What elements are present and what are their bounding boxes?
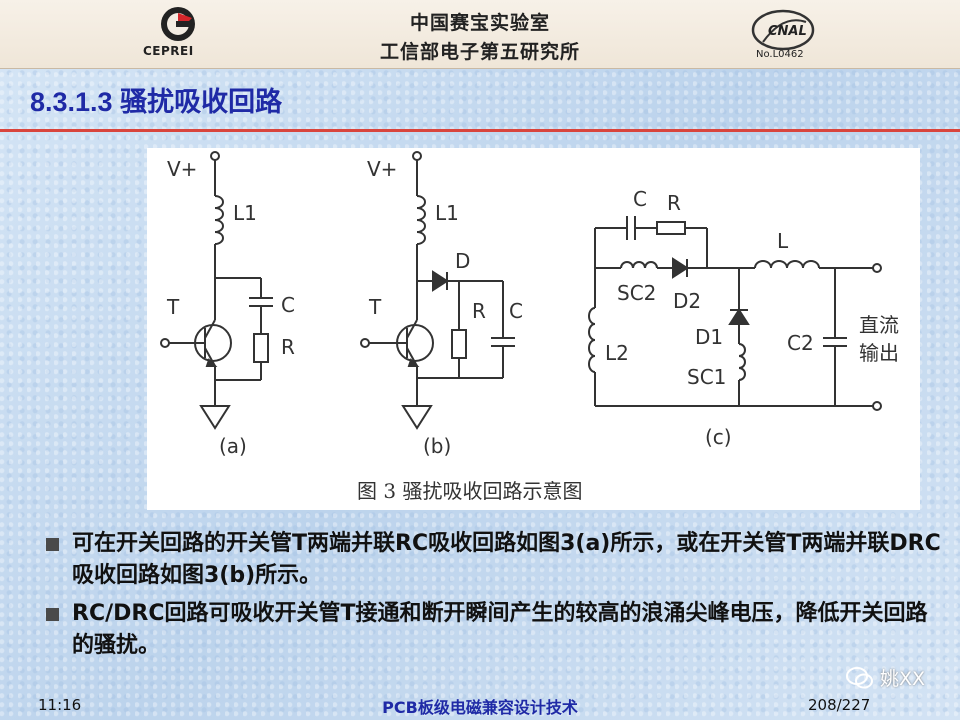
label-t-b: T: [368, 295, 382, 319]
ceprei-logo-text: CEPREI: [143, 44, 194, 58]
inductor-l-icon: [754, 260, 820, 269]
label-d1: D1: [695, 325, 723, 349]
diode-d1-icon: [728, 308, 750, 325]
label-l-c: L: [777, 229, 789, 253]
inductor-l2-icon: [588, 307, 596, 373]
bullet-text: 可在开关回路的开关管T两端并联RC吸收回路如图3(a)所示，或在开关管T两端并联…: [72, 531, 941, 588]
diagram-caption: 图 3 骚扰吸收回路示意图: [357, 479, 582, 503]
label-d-b: D: [455, 249, 470, 273]
label-c-a: C: [281, 293, 295, 317]
label-sc1: SC1: [687, 365, 726, 389]
label-l1-a: L1: [233, 201, 257, 225]
label-vplus-b: V+: [367, 157, 397, 181]
title-divider: [0, 129, 960, 132]
bullet-item: 可在开关回路的开关管T两端并联RC吸收回路如图3(a)所示，或在开关管T两端并联…: [46, 528, 946, 592]
slide-title: 8.3.1.3 骚扰吸收回路: [30, 87, 283, 117]
label-c-b: C: [509, 299, 523, 323]
label-t-a: T: [166, 295, 180, 319]
resistor-r-c-icon: [656, 221, 686, 235]
label-l2: L2: [605, 341, 629, 365]
org-name-line1: 中国赛宝实验室: [409, 12, 550, 34]
wechat-icon: [846, 666, 873, 688]
footer-time: 11:16: [38, 696, 82, 714]
cnal-logo-text: CNAL: [768, 24, 807, 39]
ground-a-icon: [199, 405, 231, 430]
ceprei-logo-icon: [161, 7, 195, 41]
header-bar: CEPREI 中国赛宝实验室 工信部电子第五研究所 CNAL No.L0462: [0, 0, 960, 69]
footer-page-number: 208/227: [808, 696, 871, 714]
cnal-logo-icon: CNAL: [751, 9, 815, 51]
watermark: 姚XX: [846, 664, 925, 691]
resistor-r-b-icon: [451, 329, 467, 359]
circuit-diagram: V+ L1 C R T (a): [147, 148, 920, 510]
footer-title: PCB板级电磁兼容设计技术: [382, 698, 578, 717]
label-output-2: 输出: [859, 341, 899, 365]
circuit-diagram-svg: V+ L1 C R T (a): [160, 151, 899, 503]
inductor-l1-a-icon: [214, 195, 224, 245]
bullet-text: RC/DRC回路可吸收开关管T接通和断开瞬间产生的较高的浪涌尖峰电压，降低开关回…: [72, 601, 928, 658]
inductor-sc2-icon: [620, 261, 658, 269]
label-output-1: 直流: [859, 313, 899, 337]
cnal-number: No.L0462: [756, 49, 804, 60]
diode-d2-icon: [672, 257, 689, 279]
label-vplus-a: V+: [167, 157, 197, 181]
resistor-r-a-icon: [253, 333, 269, 363]
circuit-b: V+ L1 D R C T (b): [360, 151, 523, 458]
label-r-c: R: [667, 191, 681, 215]
label-c2: C2: [787, 331, 814, 355]
square-bullet-icon: [46, 608, 59, 621]
ground-b-icon: [401, 405, 433, 430]
inductor-l1-b-icon: [416, 195, 426, 245]
label-d2: D2: [673, 289, 701, 313]
label-l1-b: L1: [435, 201, 459, 225]
watermark-text: 姚XX: [880, 668, 926, 690]
label-r-a: R: [281, 335, 295, 359]
org-name-line2: 工信部电子第五研究所: [379, 41, 580, 63]
label-c-c: C: [633, 187, 647, 211]
label-r-b: R: [472, 299, 486, 323]
circuit-a: V+ L1 C R T (a): [160, 151, 295, 458]
label-a: (a): [219, 434, 247, 458]
bullet-list: 可在开关回路的开关管T两端并联RC吸收回路如图3(a)所示，或在开关管T两端并联…: [46, 528, 946, 668]
label-c-panel: (c): [705, 425, 732, 449]
square-bullet-icon: [46, 538, 59, 551]
label-sc2: SC2: [617, 281, 656, 305]
circuit-c: C R L SC2 D2 D1 L2 SC1 C2 直流 输出 (c): [588, 187, 899, 449]
inductor-sc1-icon: [738, 343, 746, 381]
bullet-item: RC/DRC回路可吸收开关管T接通和断开瞬间产生的较高的浪涌尖峰电压，降低开关回…: [46, 598, 946, 662]
label-b: (b): [423, 434, 451, 458]
diode-d-b-icon: [432, 270, 449, 292]
